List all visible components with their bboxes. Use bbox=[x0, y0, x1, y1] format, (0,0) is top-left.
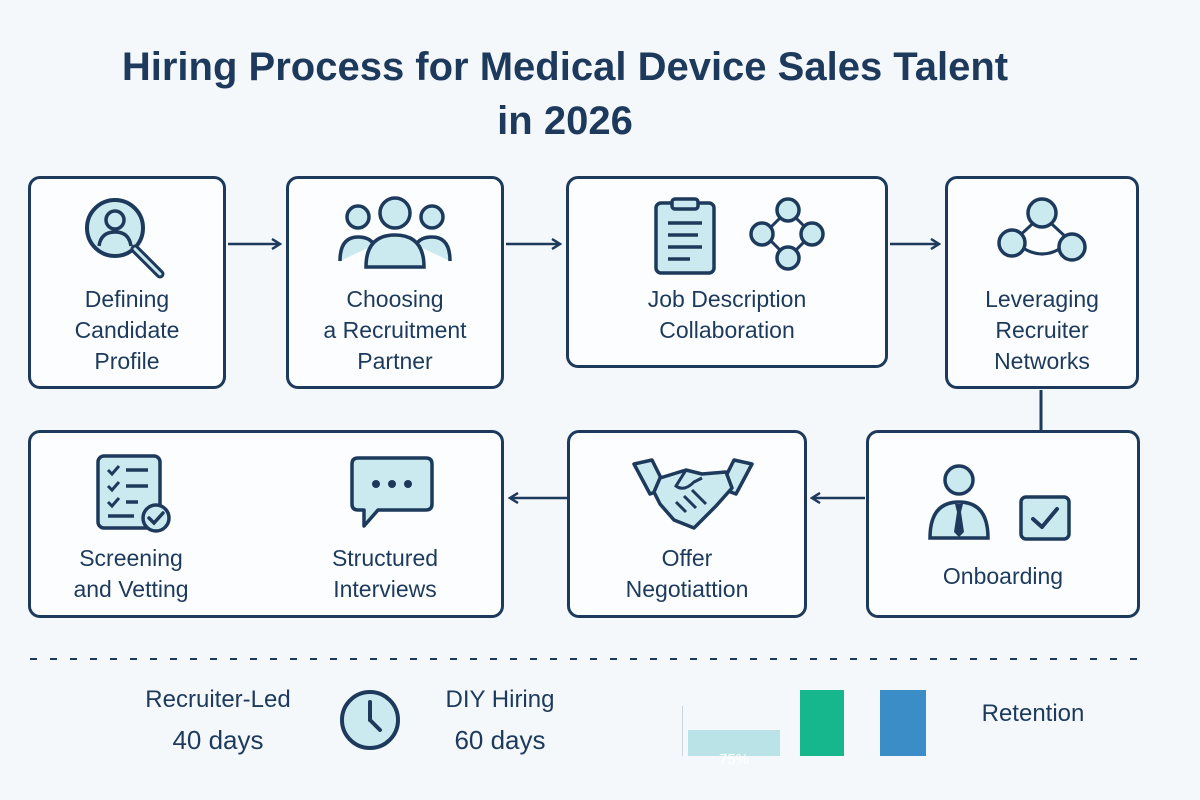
diy-hiring-stat: DIY Hiring 60 days bbox=[410, 680, 590, 760]
clock-icon bbox=[340, 690, 400, 750]
step-defining-label: Defining Candidate Profile bbox=[74, 286, 180, 374]
page-title: Hiring Process for Medical Device Sales … bbox=[0, 40, 1130, 148]
chat-bubble-icon bbox=[350, 456, 434, 528]
diy-hiring-value: 60 days bbox=[454, 725, 546, 755]
magnifier-person-icon bbox=[85, 198, 165, 279]
checkbox-icon bbox=[1019, 495, 1071, 541]
step-job-description-label: Job Description Collaboration bbox=[647, 286, 807, 343]
clipboard-icon bbox=[654, 197, 716, 275]
retention-bar-1 bbox=[688, 730, 780, 756]
title-line-1: Hiring Process for Medical Device Sales … bbox=[121, 45, 1009, 89]
step-offer-label: Offer Negotiattion bbox=[625, 545, 749, 602]
retention-bar-2 bbox=[800, 690, 844, 756]
step-leveraging-label: Leveraging Recruiter Networks bbox=[985, 286, 1099, 374]
recruiter-led-label: Recruiter-Led bbox=[145, 686, 291, 713]
recruiter-led-value: 40 days bbox=[172, 725, 264, 755]
diy-hiring-label: DIY Hiring bbox=[445, 686, 555, 713]
retention-axis bbox=[682, 706, 683, 756]
step-screening-label: Screening and Vetting bbox=[73, 545, 189, 602]
step-choosing-label: Choosing a Recruitment Partner bbox=[323, 286, 467, 374]
step-onboarding-label: Onboarding bbox=[942, 563, 1064, 589]
title-line-2: in 2026 bbox=[497, 99, 633, 143]
network-nodes-icon bbox=[997, 197, 1087, 262]
retention-bar-3 bbox=[880, 690, 926, 756]
step-onboarding bbox=[866, 430, 1140, 618]
retention-bar-label: 75% bbox=[718, 751, 750, 768]
step-interviews-label: Structured Interviews bbox=[331, 545, 439, 602]
group-icon bbox=[338, 196, 452, 269]
person-tie-icon bbox=[928, 464, 990, 540]
checklist-icon bbox=[96, 454, 171, 533]
step-choosing-recruitment-partner bbox=[286, 176, 504, 389]
handshake-icon bbox=[632, 458, 754, 530]
step-job-description-collaboration bbox=[566, 176, 888, 368]
retention-label: Retention bbox=[981, 700, 1085, 727]
network-icon bbox=[749, 197, 825, 271]
recruiter-led-stat: Recruiter-Led 40 days bbox=[118, 680, 318, 760]
